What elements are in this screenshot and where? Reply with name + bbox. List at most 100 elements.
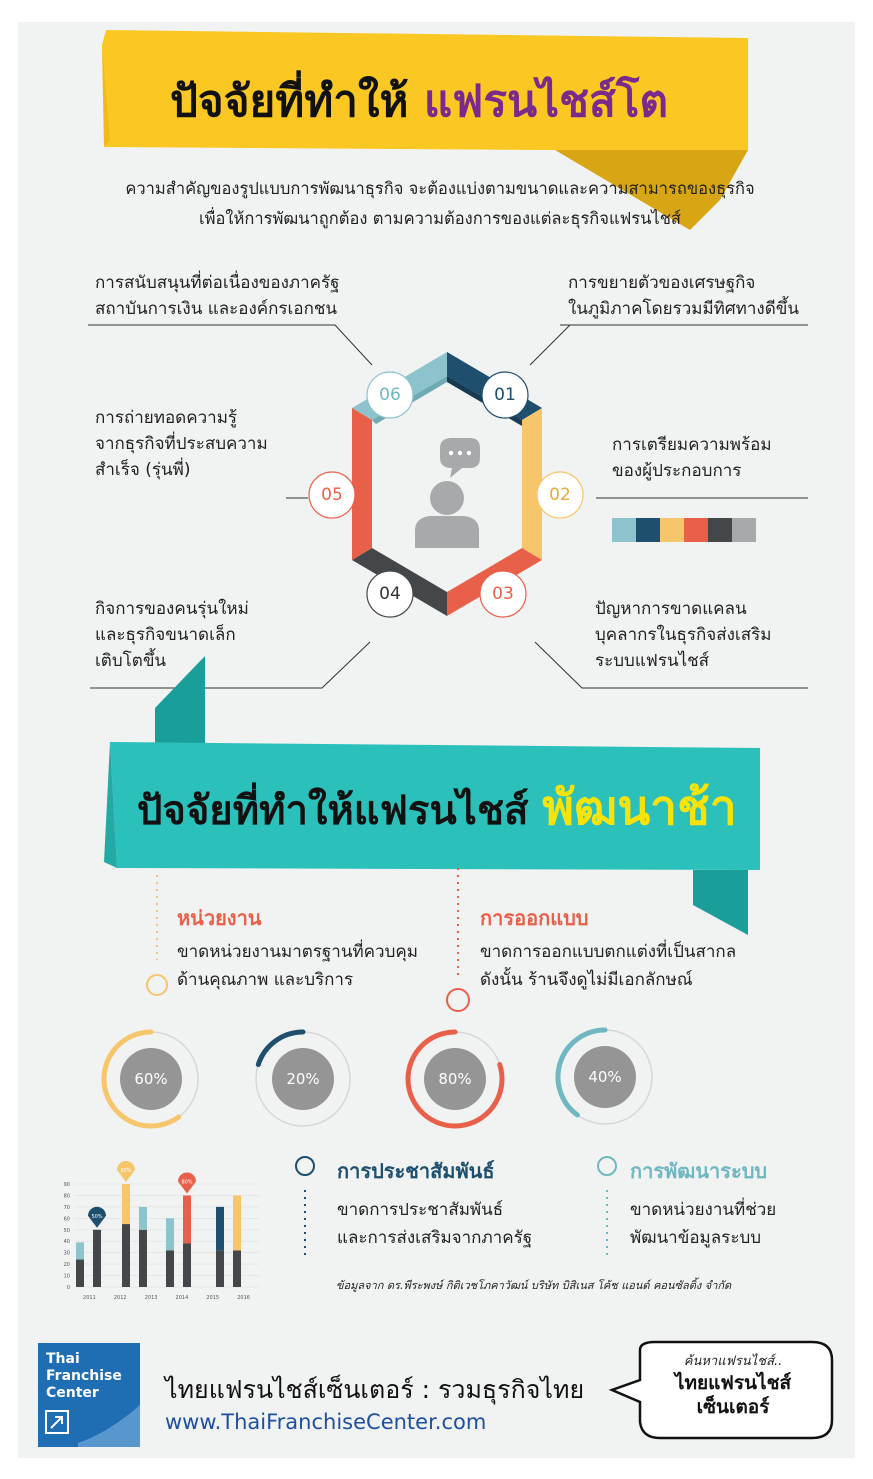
donut-label-60: 60% [120,1048,182,1110]
palette-swatch [636,518,660,542]
chart-y-tick-label: 80 [64,1193,70,1199]
factor-04-line-3: เติบโตขึ้น [95,651,167,671]
logo-arrow-icon [45,1405,140,1447]
donut-label-40: 40% [574,1046,636,1108]
chart-bar-top [122,1184,130,1225]
slow-heading-pr: การประชาสัมพันธ์ [337,1159,495,1183]
chart-bar-top [139,1206,147,1230]
chart-pin-marker [88,1206,106,1228]
factor-05-line-2: จากธุรกิจที่ประสบความ [95,434,268,454]
donut-label-20: 20% [272,1048,334,1110]
factor-number-05: 05 [321,485,343,505]
bubble-small-text: ค้นหาแฟรนไชส์.. [683,1354,783,1369]
color-palette-strip [612,518,756,542]
chart-pin-marker [178,1172,196,1194]
factor-04-line-2: และธุรกิจขนาดเล็ก [95,625,236,645]
chart-bar-base [183,1243,191,1287]
factor-text-02: การเตรียมความพร้อม ของผู้ประกอบการ [612,432,772,484]
chart-y-tick-label: 90 [64,1182,70,1188]
bottom-title-prefix: ปัจจัยที่ทำให้แฟรนไชส์ [137,788,529,834]
chart-bar-top [183,1195,191,1244]
chart-y-tick-label: 0 [67,1285,70,1291]
factor-03-line-3: ระบบแฟรนไชส์ [595,651,710,671]
factor-06-line-2: สถาบันการเงิน และองค์กรเอกชน [95,299,338,319]
logo-line-2: Franchise [46,1368,122,1384]
slow-body-pr: ขาดการประชาสัมพันธ์ และการส่งเสริมจากภาค… [337,1196,532,1252]
chart-x-tick-label: 2015 [206,1295,219,1301]
chart-bar-base [93,1229,101,1287]
slow-pr-line-1: ขาดการประชาสัมพันธ์ [337,1200,504,1220]
slow-factor-markers [146,868,617,1255]
chart-y-tick-label: 60 [64,1216,70,1222]
factor-03-line-2: บุคลากรในธุรกิจส่งเสริม [595,625,772,645]
factor-number-03: 03 [492,584,514,604]
factor-text-06: การสนับสนุนที่ต่อเนื่องของภาครัฐ สถาบันก… [95,270,340,322]
factor-05-line-3: สำเร็จ (รุ่นพี่) [95,460,191,480]
slow-heading-design: การออกแบบ [480,906,589,930]
chart-y-tick-label: 70 [64,1205,70,1211]
percentage-donuts [101,1027,653,1129]
factor-text-04: กิจการของคนรุ่นใหม่ และธุรกิจขนาดเล็ก เต… [95,596,249,674]
factor-01-line-1: การขยายตัวของเศรษฐกิจ [568,273,756,293]
chart-y-tick-label: 20 [64,1262,70,1268]
factor-05-line-1: การถ่ายทอดความรู้ [95,408,238,428]
chart-x-tick-label: 2016 [237,1295,250,1301]
donut-arc [405,1029,505,1129]
bubble-big-text-1: ไทยแฟรนไชส์ [674,1372,792,1394]
chart-x-tick-label: 2013 [145,1295,158,1301]
palette-swatch [684,518,708,542]
chart-pin-marker [117,1160,135,1182]
factor-number-06: 06 [379,385,401,405]
factor-text-05: การถ่ายทอดความรู้ จากธุรกิจที่ประสบความ … [95,405,268,483]
factor-text-03: ปัญหาการขาดแคลน บุคลากรในธุรกิจส่งเสริม … [595,596,771,674]
bubble-big-text-2: เซ็นเตอร์ [696,1396,770,1418]
footer-url-link[interactable]: www.ThaiFranchiseCenter.com [165,1410,487,1434]
factor-text-01: การขยายตัวของเศรษฐกิจ ในภูมิภาคโดยรวมมีท… [568,270,799,322]
chart-x-tick-label: 2014 [176,1295,189,1301]
donut-arc [101,1029,182,1129]
factor-number-04: 04 [379,584,401,604]
slow-body-system: ขาดหน่วยงานที่ช่วย พัฒนาข้อมูลระบบ [630,1196,776,1252]
chart-bar-base [166,1250,174,1287]
slow-design-line-2: ดังนั้น ร้านจึงดูไม่มีเอกลักษณ์ [480,970,693,990]
chart-bar-base [139,1229,147,1287]
intro-text: ความสำคัญของรูปแบบการพัฒนาธุรกิจ จะต้องแ… [60,174,820,234]
slow-agency-line-2: ด้านคุณภาพ และบริการ [177,970,354,990]
donut-arc [555,1027,608,1118]
chart-pin-label: 50% [91,1214,102,1220]
logo-line-3: Center [46,1385,99,1401]
palette-swatch [660,518,684,542]
palette-swatch [732,518,756,542]
palette-swatch [708,518,732,542]
chart-x-tick-label: 2011 [83,1295,96,1301]
factor-02-line-2: ของผู้ประกอบการ [612,461,742,481]
chart-bar-base [76,1259,84,1287]
chart-bar-top [76,1242,84,1260]
intro-line-2: เพื่อให้การพัฒนาถูกต้อง ตามความต้องการขอ… [199,209,681,228]
chart-pin-label: 80% [181,1179,192,1185]
factor-01-line-2: ในภูมิภาคโดยรวมมีทิศทางดีขึ้น [568,299,800,319]
slow-pr-line-2: และการส่งเสริมจากภาครัฐ [337,1228,533,1248]
factor-02-line-1: การเตรียมความพร้อม [612,435,772,455]
top-title-prefix: ปัจจัยที่ทำให้ [170,76,409,127]
chart-y-tick-label: 30 [64,1251,70,1257]
slow-system-line-2: พัฒนาข้อมูลระบบ [630,1228,762,1248]
chart-bar-base [233,1250,241,1287]
speech-bubble-text: ค้นหาแฟรนไชส์.. ไทยแฟรนไชส์ เซ็นเตอร์ [640,1350,826,1419]
factor-number-01: 01 [494,385,516,405]
bottom-title: ปัจจัยที่ทำให้แฟรนไชส์ พัฒนาช้า [137,778,737,841]
factor-hexagon-diagram [88,324,808,689]
palette-swatch [612,518,636,542]
donut-arc [255,1029,306,1067]
person-icon [415,438,480,548]
chart-x-tick-label: 2012 [114,1295,127,1301]
logo-line-1: Thai [46,1351,80,1367]
slow-heading-agency: หน่วยงาน [177,906,262,930]
chart-y-tick-label: 50 [64,1228,70,1234]
slow-body-agency: ขาดหน่วยงานมาตรฐานที่ควบคุม ด้านคุณภาพ แ… [177,938,418,994]
factor-06-line-1: การสนับสนุนที่ต่อเนื่องของภาครัฐ [95,273,340,293]
chart-bar-base [216,1250,224,1287]
chart-bar-top [166,1218,174,1251]
